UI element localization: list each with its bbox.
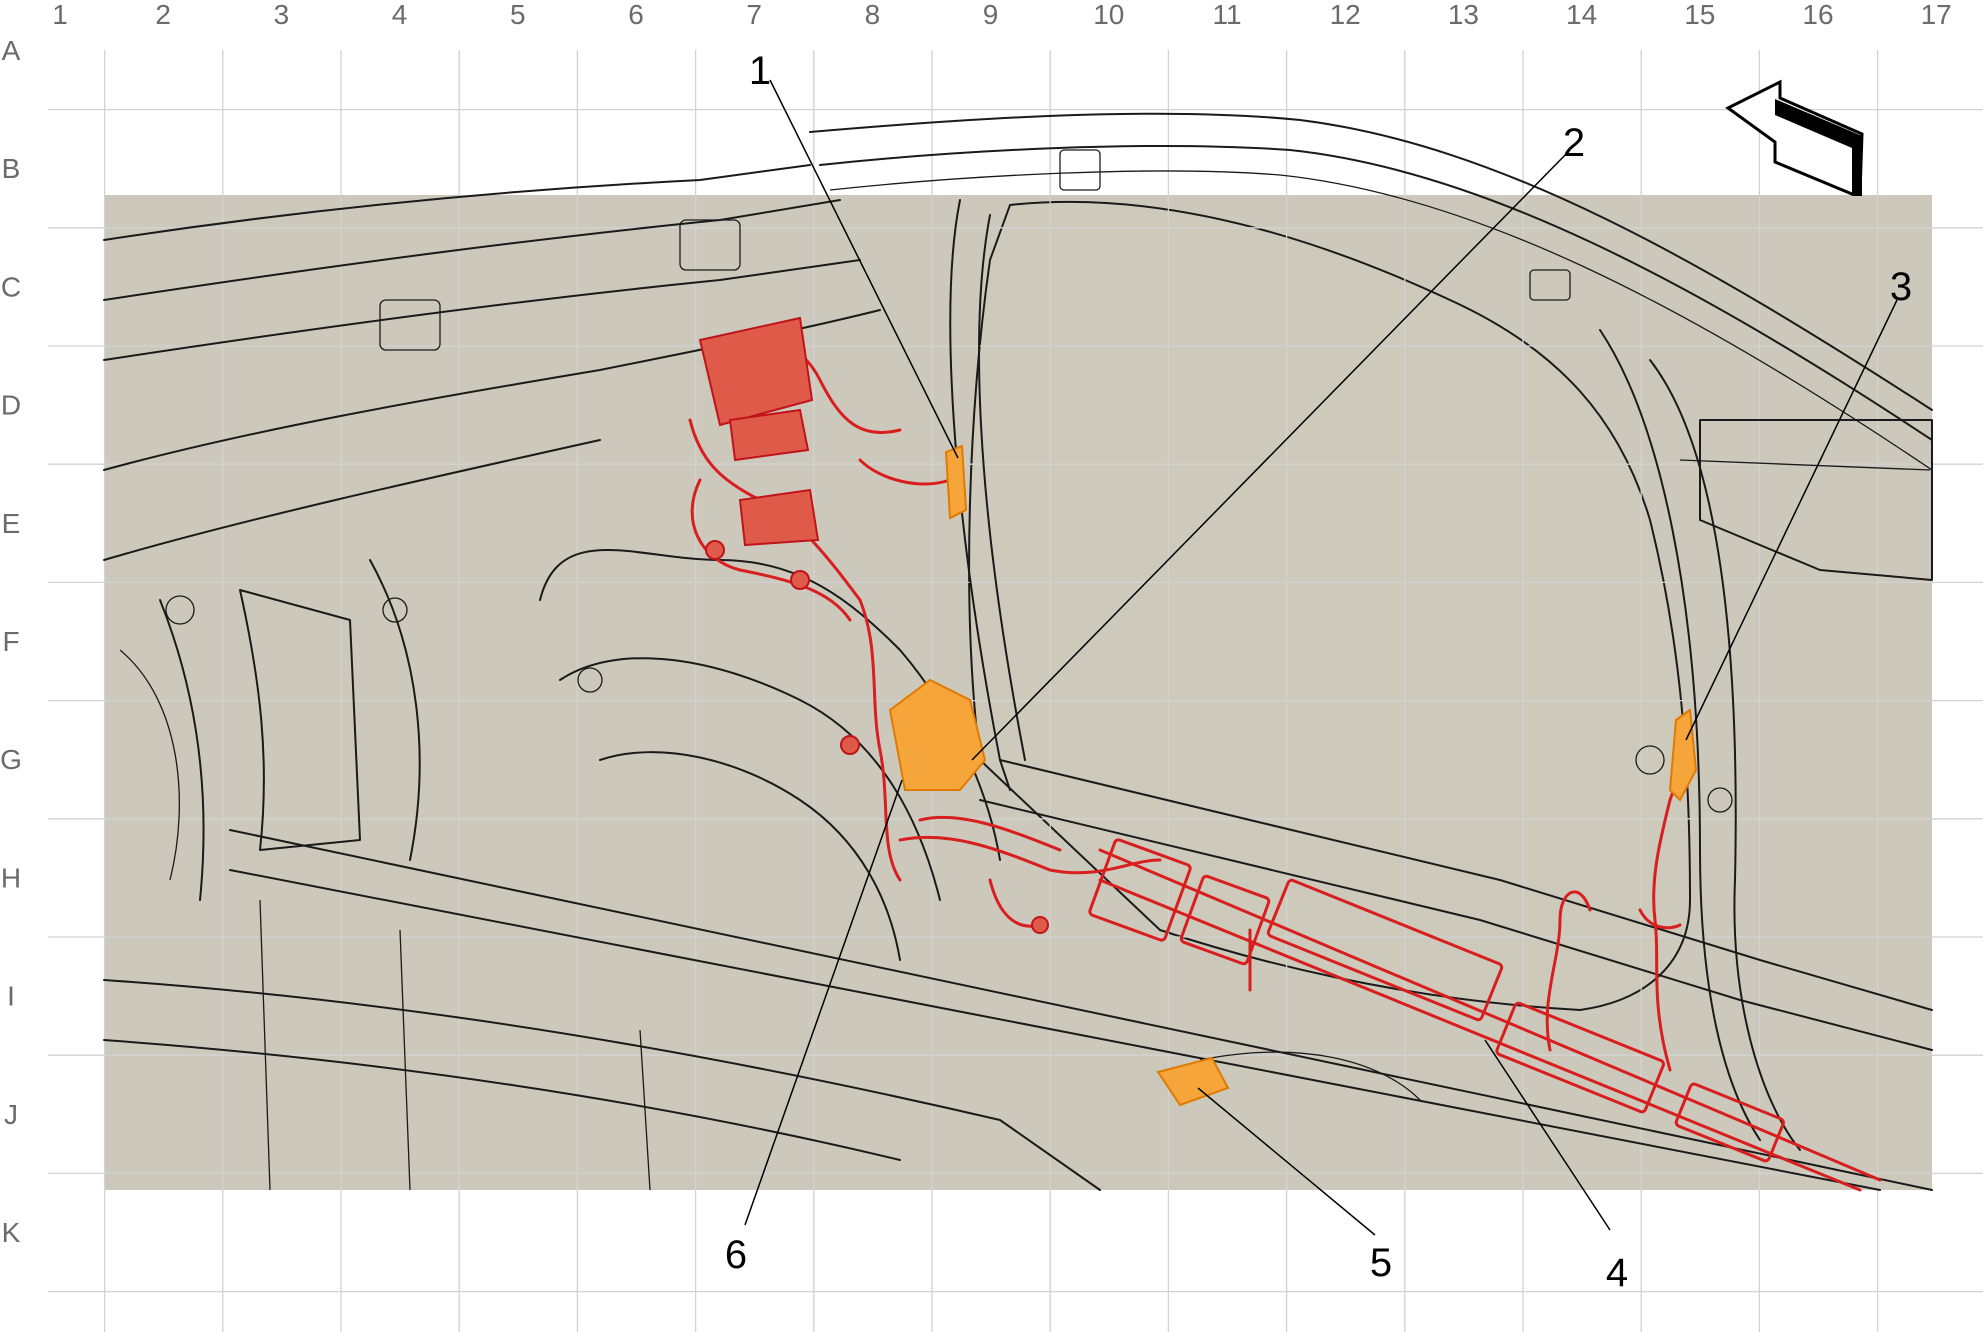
window-opening bbox=[968, 200, 1692, 1012]
grid-column-label: 17 bbox=[1921, 0, 1952, 30]
grid-column-label: 16 bbox=[1802, 0, 1833, 30]
component-5 bbox=[1156, 1056, 1230, 1107]
leader-lines bbox=[744, 79, 1898, 1236]
grid-column-label: 7 bbox=[746, 0, 762, 30]
grid-row-label: K bbox=[2, 1217, 21, 1248]
callout-4: 4 bbox=[1606, 1251, 1628, 1295]
grid-column-label: 2 bbox=[155, 0, 171, 30]
grid-column-label: 3 bbox=[274, 0, 290, 30]
callout-2: 2 bbox=[1563, 121, 1585, 165]
grid-row-label: F bbox=[2, 626, 19, 657]
grid-column-label: 13 bbox=[1448, 0, 1479, 30]
callout-1: 1 bbox=[749, 49, 771, 93]
grid-column-label: 1 bbox=[52, 0, 68, 30]
grid-column-label: 12 bbox=[1330, 0, 1361, 30]
vehicle-body-structure bbox=[103, 112, 1933, 1191]
grid-column-label: 14 bbox=[1566, 0, 1597, 30]
callout-3: 3 bbox=[1890, 265, 1912, 309]
component-2 bbox=[888, 678, 987, 791]
highlighted-components bbox=[888, 444, 1698, 1107]
grid-column-label: 4 bbox=[392, 0, 408, 30]
grid-row-label: G bbox=[0, 744, 22, 775]
grid-column-label: 15 bbox=[1684, 0, 1715, 30]
grid-row-label: A bbox=[2, 35, 21, 66]
grid-column-label: 6 bbox=[628, 0, 644, 30]
callouts: 1 2 3 4 5 6 bbox=[725, 49, 1912, 1295]
grid-row-label: B bbox=[2, 153, 21, 184]
grid-row-label: E bbox=[2, 508, 21, 539]
grid-column-label: 9 bbox=[983, 0, 999, 30]
grid-lines bbox=[48, 50, 1983, 1332]
callout-5: 5 bbox=[1370, 1241, 1392, 1285]
direction-arrow-icon bbox=[1725, 79, 1864, 196]
grid-row-labels: ABCDEFGHIJKL bbox=[0, 35, 22, 1248]
grid-row-label: C bbox=[1, 271, 21, 302]
grid-row-label: I bbox=[7, 981, 15, 1012]
grid-row-label: H bbox=[1, 862, 21, 893]
grid-column-label: 10 bbox=[1093, 0, 1124, 30]
grid-column-label: 5 bbox=[510, 0, 526, 30]
grid-row-label: J bbox=[4, 1099, 18, 1130]
grid-column-label: 8 bbox=[865, 0, 881, 30]
grid-row-label: D bbox=[1, 390, 21, 421]
component-1 bbox=[944, 444, 968, 520]
grid-column-label: 11 bbox=[1212, 0, 1241, 30]
callout-6: 6 bbox=[725, 1233, 747, 1277]
